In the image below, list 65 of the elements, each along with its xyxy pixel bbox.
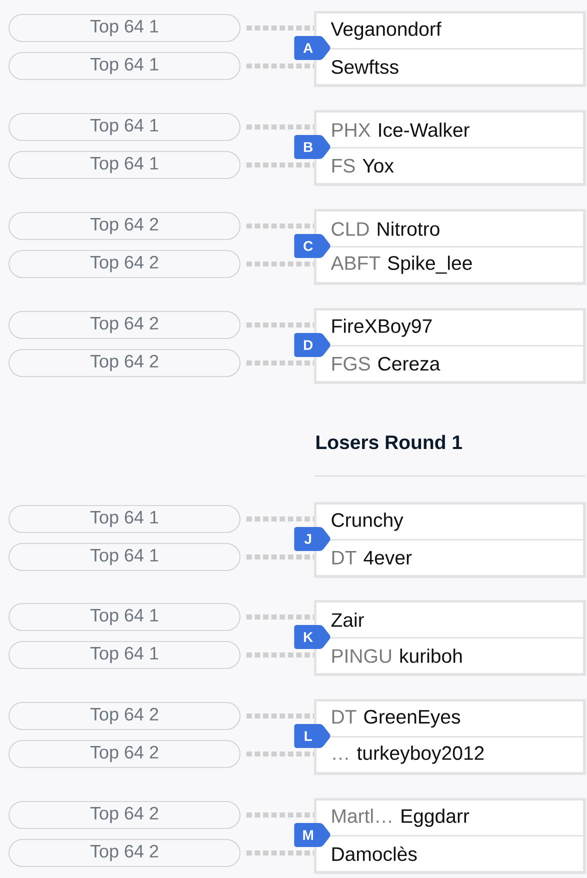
player-row: DT GreenEyes xyxy=(315,700,584,738)
dotted-connector xyxy=(246,752,314,756)
source-pill: Top 64 1 xyxy=(8,113,240,141)
source-pill: Top 64 1 xyxy=(8,641,240,669)
player-row: PINGU kuriboh xyxy=(315,637,584,674)
dotted-connector xyxy=(246,64,314,68)
player-row: Crunchy xyxy=(315,503,584,540)
source-pill: Top 64 2 xyxy=(8,250,240,278)
dotted-connector xyxy=(246,554,314,560)
match-box xyxy=(314,209,586,285)
player-row: ABFT Spike_lee xyxy=(315,246,584,284)
match-badge: A xyxy=(294,36,330,60)
dotted-connector xyxy=(246,26,314,30)
section-heading: Losers Round 1 xyxy=(316,434,462,450)
source-pill: Top 64 1 xyxy=(8,52,240,80)
dotted-connector xyxy=(246,360,314,366)
match-box xyxy=(314,798,586,874)
source-pill: Top 64 1 xyxy=(8,151,240,179)
match-box xyxy=(314,502,586,578)
dotted-connector xyxy=(246,652,314,658)
dotted-connector xyxy=(246,262,314,266)
player-row: DT 4ever xyxy=(315,539,584,576)
player-row: Martl… Eggdarr xyxy=(315,799,584,836)
player-row: CLD Nitrotro xyxy=(315,210,584,248)
player-row: FS Yox xyxy=(315,147,584,184)
source-pill: Top 64 2 xyxy=(8,740,240,768)
match-box xyxy=(314,110,586,186)
match-badge: L xyxy=(294,724,330,748)
dotted-connector xyxy=(246,614,314,620)
match-box xyxy=(314,600,586,676)
dotted-connector xyxy=(246,714,314,718)
player-row: PHX Ice-Walker xyxy=(315,111,584,148)
player-row: FGS Cereza xyxy=(315,345,584,382)
source-pill: Top 64 2 xyxy=(8,839,240,867)
dotted-connector xyxy=(246,162,314,168)
source-pill: Top 64 2 xyxy=(8,311,240,339)
source-pill: Top 64 2 xyxy=(8,801,240,829)
source-pill: Top 64 2 xyxy=(8,702,240,730)
source-pill: Top 64 1 xyxy=(8,14,240,42)
match-badge: J xyxy=(294,527,330,551)
source-pill: Top 64 1 xyxy=(8,603,240,631)
dotted-connector xyxy=(246,812,314,818)
source-pill: Top 64 1 xyxy=(8,543,240,571)
dotted-connector xyxy=(246,224,314,228)
dotted-connector xyxy=(246,322,314,328)
match-badge: D xyxy=(294,333,330,357)
match-badge: C xyxy=(294,234,330,258)
player-row: … turkeyboy2012 xyxy=(315,736,584,774)
match-box xyxy=(314,699,586,775)
player-row: Damoclès xyxy=(315,835,584,872)
player-row: Zair xyxy=(315,601,584,638)
dotted-connector xyxy=(246,516,314,522)
dotted-connector xyxy=(246,124,314,130)
player-row: FireXBoy97 xyxy=(315,309,584,346)
player-row: Sewftss xyxy=(315,48,584,86)
match-box xyxy=(314,11,586,87)
match-badge: K xyxy=(294,625,330,649)
dotted-connector xyxy=(246,850,314,856)
match-badge: M xyxy=(294,823,330,847)
player-row: Veganondorf xyxy=(315,12,584,50)
match-badge: B xyxy=(294,135,330,159)
match-box xyxy=(314,308,586,384)
source-pill: Top 64 2 xyxy=(8,349,240,377)
source-pill: Top 64 1 xyxy=(8,505,240,533)
source-pill: Top 64 2 xyxy=(8,212,240,240)
